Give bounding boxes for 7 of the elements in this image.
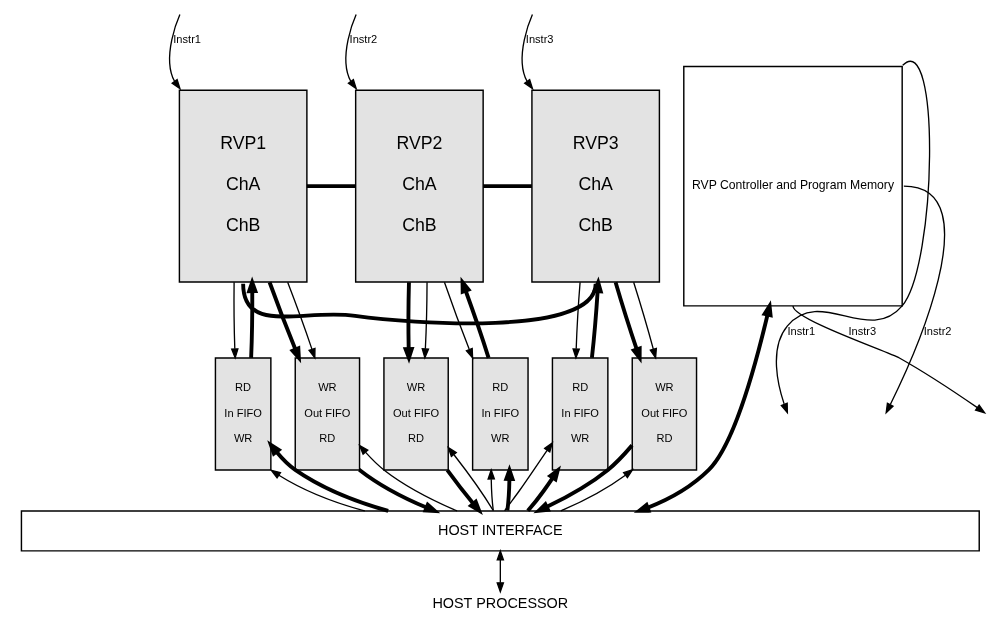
edge-label: Instr1 <box>786 324 815 337</box>
edge-label: Instr2 <box>923 324 952 337</box>
edge-label: Instr3 <box>525 33 554 46</box>
edge-label: Instr2 <box>349 33 377 46</box>
node-text: HOST PROCESSOR <box>431 594 568 611</box>
edge-label: Instr3 <box>847 324 876 337</box>
edge-label: Instr1 <box>172 33 201 46</box>
